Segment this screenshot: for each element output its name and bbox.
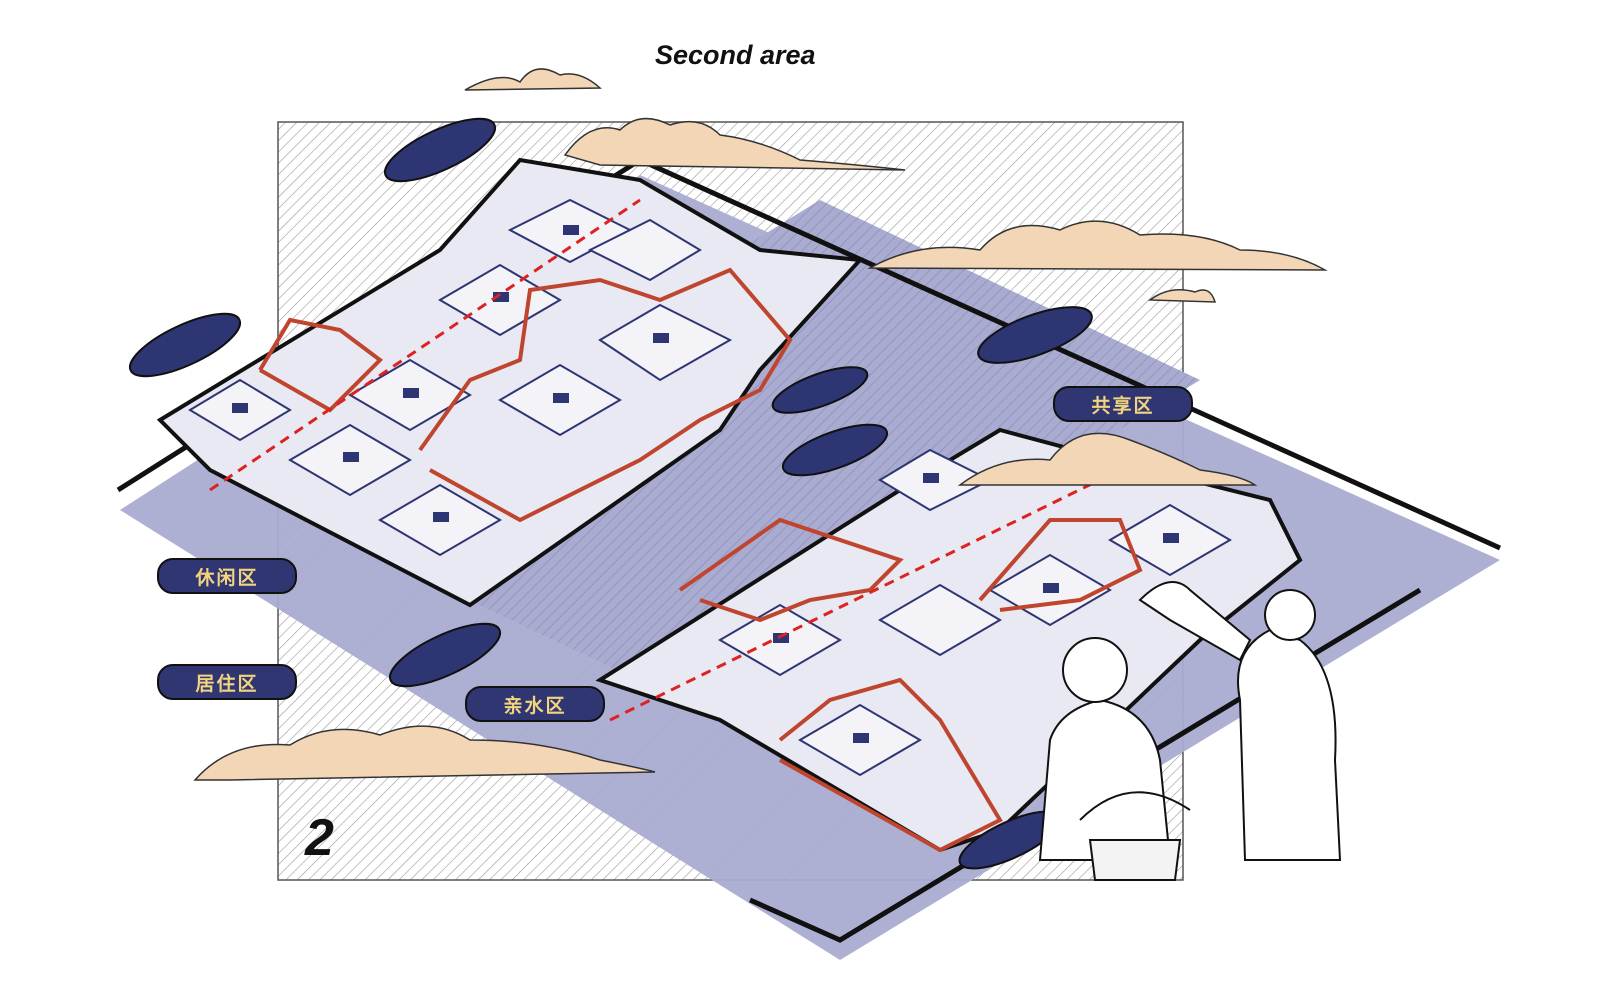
- zone-label-shared: 共享区: [1053, 386, 1193, 422]
- path-lines: [209, 198, 1121, 722]
- area-number: 2: [305, 809, 334, 867]
- solar-panels: [232, 225, 1179, 743]
- route-outlines: [258, 267, 1143, 853]
- plane-edge-lower: [748, 587, 1422, 943]
- clouds: [193, 68, 1328, 781]
- boats: [128, 117, 1093, 870]
- page-title: Second area: [655, 40, 816, 70]
- zone-label-leisure: 休闲区: [157, 558, 297, 594]
- zone-label-residential: 居住区: [157, 664, 297, 700]
- zone-label-waterfront: 亲水区: [465, 686, 605, 722]
- island-upper: [156, 157, 865, 608]
- water-channel: [300, 200, 1200, 700]
- elderly-couple-illustration: [1038, 581, 1342, 881]
